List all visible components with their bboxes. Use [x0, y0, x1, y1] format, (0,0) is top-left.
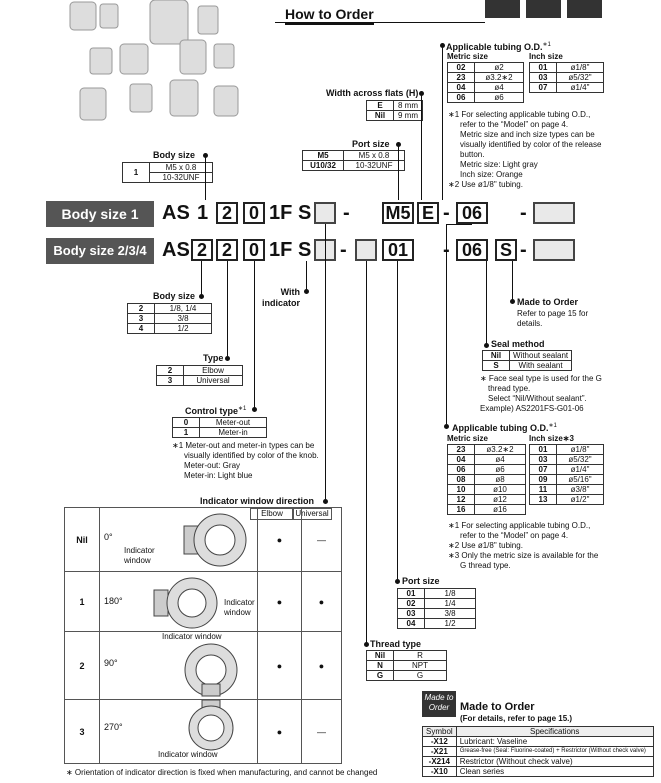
tubing-bottom-notes: ∗1 For selecting applicable tubing O.D.,… — [448, 521, 599, 570]
code-2-control: 0 — [243, 239, 265, 261]
code-1-1f: 1F — [269, 202, 293, 224]
code-2-tubing: 06 — [456, 239, 488, 261]
tubing-top-notes: ∗1 For selecting applicable tubing O.D.,… — [448, 110, 602, 189]
thread-type-title: Thread type — [370, 639, 422, 649]
code-2-size: 2 — [191, 239, 213, 261]
code-2-thread-box — [355, 239, 377, 261]
code-1-hex: E — [417, 202, 439, 224]
code-1-port: M5 — [382, 202, 414, 224]
mto-top-title: Made to Order — [517, 297, 579, 307]
code-1-dash3: - — [520, 202, 527, 224]
code-2-port: 01 — [382, 239, 414, 261]
code-2-dash3: - — [520, 239, 527, 261]
code-1-size: 1 — [197, 202, 209, 224]
code-2-1f: 1F — [269, 239, 293, 261]
mto-bottom-subtitle: (For details, refer to page 15.) — [460, 714, 573, 723]
product-image — [60, 0, 270, 140]
tubing-bottom-inch-head: Inch size∗3 — [529, 434, 574, 443]
mto-bottom-title: Made to Order — [460, 701, 535, 713]
indicator-window-table: Nil 0° Indicator window ● — 1 180° Indic… — [64, 507, 342, 764]
code-1-dash1: - — [343, 202, 350, 224]
code-1-dash2: - — [443, 202, 450, 224]
type-title: Type — [203, 353, 224, 363]
body-size-234-bar: Body size 2/3/4 — [46, 238, 154, 264]
code-2-seal: S — [495, 239, 517, 261]
mto-badge-icon: Made to Order — [422, 691, 456, 717]
code-2-type: 2 — [216, 239, 238, 261]
inch-head: Inch size — [529, 52, 563, 61]
with-indicator-label: With indicator — [262, 287, 301, 308]
port-size-bottom-title: Port size — [402, 576, 440, 586]
code-2-dash1: - — [340, 239, 347, 261]
tubing-bottom-metric-head: Metric size — [447, 434, 488, 443]
nav-icon-3[interactable] — [567, 0, 602, 18]
tubing-bottom-title: Applicable tubing O.D.∗1 — [452, 423, 557, 433]
tubing-top-title: Applicable tubing O.D.∗1 — [446, 42, 551, 52]
code-2-s: S — [298, 239, 312, 261]
width-flats-title: Width across flats (H) — [326, 88, 419, 98]
body-size-1-bar: Body size 1 — [46, 201, 154, 227]
nav-icon-2[interactable] — [526, 0, 561, 18]
port-size-top-title: Port size — [352, 139, 390, 149]
code-1-control: 0 — [243, 202, 265, 224]
nav-icon-1[interactable] — [485, 0, 520, 18]
control-type-notes: ∗1 Meter-out and meter-in types can be v… — [172, 441, 319, 480]
code-1-mto-box — [533, 202, 575, 224]
code-1-type: 2 — [216, 202, 238, 224]
code-2-as: AS — [162, 239, 190, 261]
body-size-mid-title: Body size — [153, 291, 196, 301]
footnote: ∗ Orientation of indicator direction is … — [66, 768, 378, 777]
seal-method-notes: ∗ Face seal type is used for the G threa… — [480, 374, 602, 413]
code-1-tubing: 06 — [456, 202, 488, 224]
body-size-top-title: Body size — [153, 150, 196, 160]
control-type-title: Control type∗1 — [185, 406, 247, 416]
code-2-mto-box — [533, 239, 575, 261]
seal-method-title: Seal method — [491, 339, 545, 349]
code-1-window-box — [314, 202, 336, 224]
code-1-s: S — [298, 202, 312, 224]
indicator-window-title: Indicator window direction — [200, 496, 315, 506]
page-title: How to Order — [285, 6, 374, 25]
code-1-as: AS — [162, 202, 190, 224]
metric-head: Metric size — [447, 52, 488, 61]
